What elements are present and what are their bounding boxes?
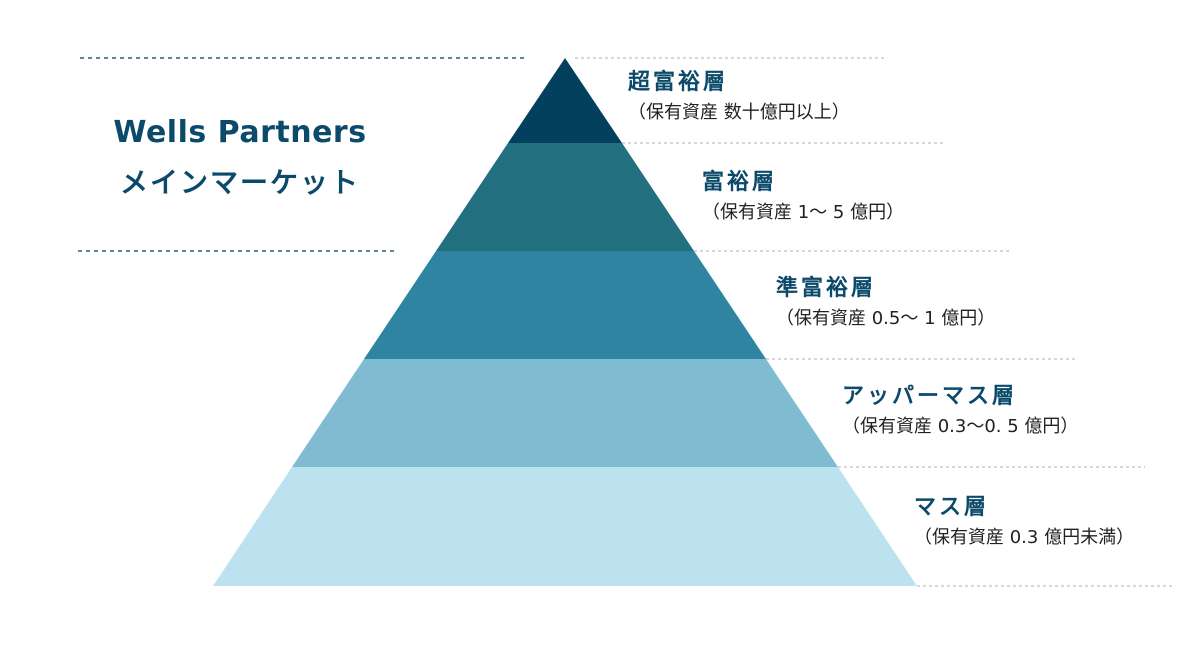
tier-assets: （保有資産 0.3 億円未満）	[914, 527, 1135, 548]
tier-band-mass	[213, 467, 917, 586]
tier-assets: （保有資産 数十億円以上）	[628, 102, 850, 123]
tier-assets: （保有資産 0.5～ 1 億円）	[776, 308, 996, 329]
tier-label-mass: マス層 （保有資産 0.3 億円未満）	[914, 494, 1134, 552]
tier-name: 超富裕層	[628, 70, 729, 95]
tier-assets: （保有資産 1～ 5 億円）	[702, 202, 905, 223]
tier-label-semi-wealthy: 準富裕層 （保有資産 0.5～ 1 億円）	[776, 275, 995, 333]
tier-band-upper-mass	[292, 359, 838, 467]
tier-assets: （保有資産 0.3～0. 5 億円）	[842, 416, 1079, 437]
tier-band-semi-wealthy	[364, 251, 766, 359]
tier-label-upper-mass: アッパーマス層 （保有資産 0.3～0. 5 億円）	[842, 383, 1078, 441]
main-market-label: Wells Partners メインマーケット	[80, 108, 400, 208]
tier-label-wealthy: 富裕層 （保有資産 1～ 5 億円）	[702, 169, 904, 227]
market-label-brand: Wells Partners	[113, 115, 367, 150]
tier-name: 富裕層	[702, 170, 778, 195]
tier-band-wealthy	[436, 143, 694, 251]
tier-band-ultra-wealthy	[508, 58, 622, 143]
tier-name: 準富裕層	[776, 276, 877, 301]
tier-name: マス層	[914, 495, 990, 520]
market-label-subtitle: メインマーケット	[119, 166, 360, 199]
tier-name: アッパーマス層	[842, 384, 1018, 409]
tier-label-ultra-wealthy: 超富裕層 （保有資産 数十億円以上）	[628, 69, 850, 127]
